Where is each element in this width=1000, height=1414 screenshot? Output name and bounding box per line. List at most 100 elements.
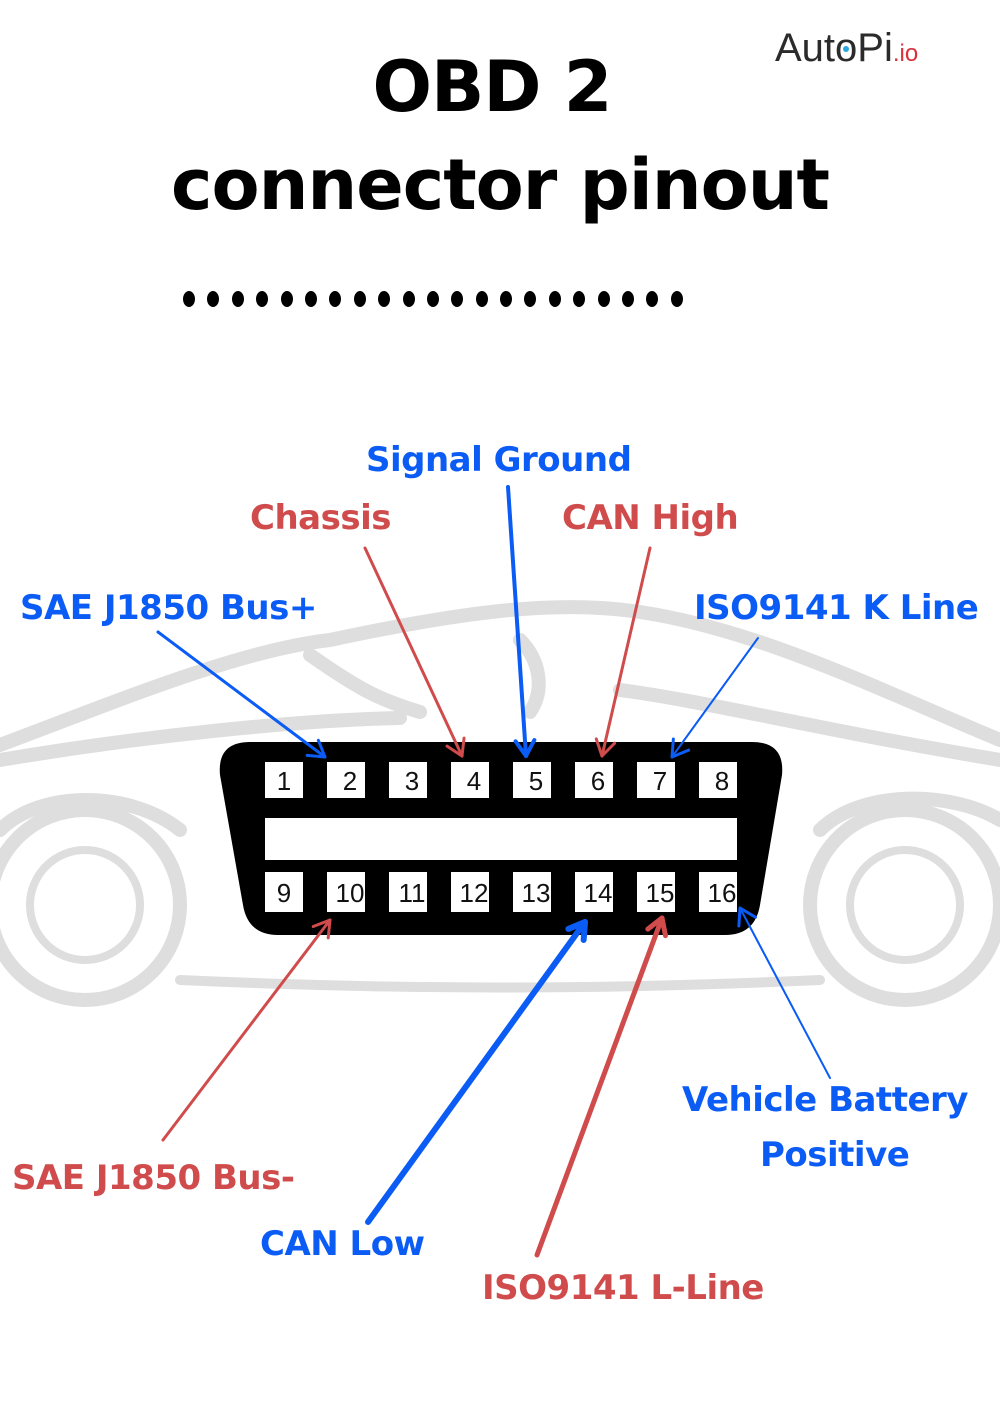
pin-slot-9 [265, 872, 303, 912]
logo-tld: .io [892, 40, 919, 67]
pin-slot-3 [389, 762, 427, 798]
car-body-line [0, 711, 407, 767]
car-front-arch [0, 793, 187, 837]
car-rear-arch [813, 791, 1000, 837]
arrow-line-vehicle-battery-positive [739, 907, 831, 1079]
car-rear-wheel-hub [846, 846, 964, 964]
pin-number-9: 9 [277, 878, 291, 908]
car-window-line [303, 648, 427, 719]
pin-slot-14 [575, 872, 613, 912]
pin-arrows [156, 485, 831, 1258]
pin-slot-11 [389, 872, 427, 912]
arrowhead-icon-sae-j1850-bus-minus [311, 918, 332, 940]
label-can-high: CAN High [562, 498, 739, 538]
logo-text-suffix: Pi [857, 26, 893, 70]
separator-dot [622, 291, 635, 307]
pin-number-12: 12 [460, 878, 489, 908]
label-sae-j1850-bus-plus: SAE J1850 Bus+ [20, 588, 317, 628]
separator-dot [548, 291, 561, 307]
arrowhead-icon-chassis [445, 736, 466, 758]
pin-number-3: 3 [405, 766, 419, 796]
car-outline-background [0, 600, 1000, 1007]
separator-dot [451, 291, 464, 307]
label-vehicle-battery-positive-line1: Vehicle Battery [682, 1080, 968, 1120]
autopi-logo: AutoPi.io [775, 26, 918, 71]
arrow-line-sae-j1850-bus-plus [156, 630, 327, 759]
pin-slot-6 [575, 762, 613, 798]
pin-slot-7 [637, 762, 675, 798]
pin-number-4: 4 [467, 766, 481, 796]
pin-number-13: 13 [522, 878, 551, 908]
label-vehicle-battery-positive-line2: Positive [760, 1135, 910, 1175]
pin-slot-4 [451, 762, 489, 798]
arrow-line-iso9141-k-line [671, 637, 759, 758]
arrowhead-icon-can-low [565, 919, 588, 943]
arrow-line-iso9141-l-line [534, 915, 665, 1258]
arrow-line-can-high [600, 546, 652, 758]
separator-dot [500, 291, 513, 307]
separator-dot [304, 291, 317, 307]
label-can-low: CAN Low [260, 1224, 425, 1264]
label-iso9141-l-line: ISO9141 L-Line [482, 1268, 764, 1308]
pin-slot-16 [699, 872, 737, 912]
pin-number-11: 11 [399, 878, 426, 908]
pin-slot-1 [265, 762, 303, 798]
arrowhead-icon-sae-j1850-bus-plus [305, 738, 327, 759]
pin-slot-5 [513, 762, 551, 798]
pin-slot-12 [451, 872, 489, 912]
arrow-line-can-low [365, 919, 588, 1225]
separator-dot [524, 291, 537, 307]
label-iso9141-k-line: ISO9141 K Line [694, 588, 979, 628]
car-front-wheel [0, 803, 187, 1007]
logo-blue-dot-icon [843, 46, 850, 52]
pin-number-6: 6 [591, 766, 605, 796]
pin-number-8: 8 [715, 766, 729, 796]
dotted-separator [183, 291, 683, 307]
logo-text-prefix: Aut [775, 26, 836, 70]
logo-o-icon: o [835, 26, 857, 71]
connector-center-slot [265, 818, 737, 860]
separator-dot [207, 291, 220, 307]
pin-number-10: 10 [336, 878, 365, 908]
pin-number-15: 15 [646, 878, 675, 908]
car-front-wheel-hub [26, 846, 144, 964]
separator-dot [183, 291, 195, 307]
separator-dot [646, 291, 659, 307]
page-title-line2: connector pinout [171, 144, 830, 226]
separator-dot [402, 291, 415, 307]
car-pillar-line [513, 633, 546, 719]
arrowhead-icon-vehicle-battery-positive [737, 906, 757, 928]
page-title-line1: OBD 2 [372, 46, 612, 128]
separator-dot [256, 291, 269, 307]
arrow-line-chassis [363, 546, 464, 758]
separator-dot [475, 291, 488, 307]
pin-number-16: 16 [708, 878, 737, 908]
car-rear-wheel [803, 803, 1000, 1007]
separator-dot [597, 291, 610, 307]
label-chassis: Chassis [250, 498, 391, 538]
arrow-line-sae-j1850-bus-minus [161, 918, 332, 1142]
pin-slot-2 [327, 762, 365, 798]
arrowhead-icon-iso9141-l-line [645, 915, 668, 939]
car-sill-line [175, 975, 825, 993]
separator-dot [426, 291, 439, 307]
arrow-line-signal-ground [506, 485, 528, 758]
label-signal-ground: Signal Ground [366, 440, 632, 480]
pin-number-2: 2 [343, 766, 357, 796]
separator-dot [280, 291, 293, 307]
car-body-line-right [613, 683, 1000, 767]
arrowhead-icon-signal-ground [513, 738, 537, 758]
separator-dot [231, 291, 244, 307]
pin-number-14: 14 [584, 878, 613, 908]
separator-dot [329, 291, 342, 307]
arrowhead-icon-iso9141-k-line [670, 737, 691, 759]
label-sae-j1850-bus-minus: SAE J1850 Bus- [12, 1158, 295, 1198]
separator-dot [670, 291, 683, 307]
arrowhead-icon-can-high [594, 737, 617, 758]
separator-dot [353, 291, 366, 307]
pin-number-7: 7 [653, 766, 667, 796]
pin-slot-10 [327, 872, 365, 912]
separator-dot [573, 291, 586, 307]
